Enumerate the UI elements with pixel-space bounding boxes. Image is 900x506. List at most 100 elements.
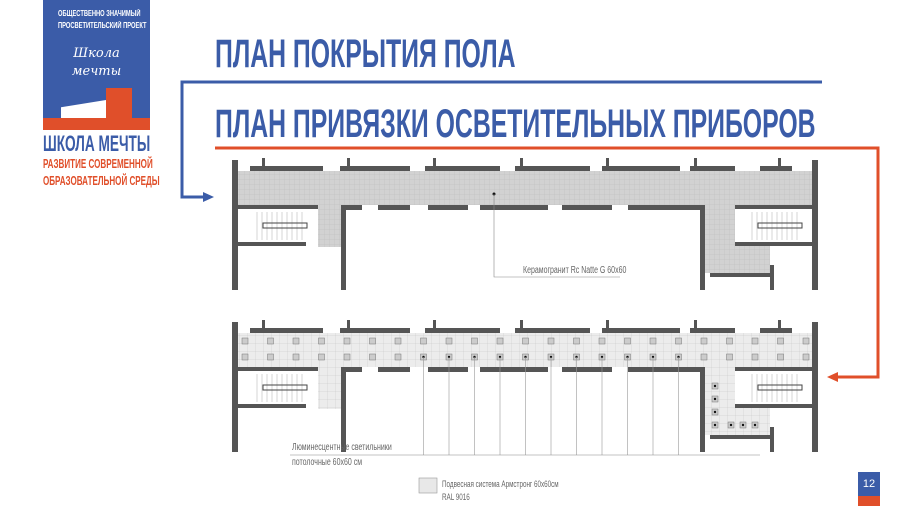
wall bbox=[700, 205, 705, 290]
wall-stub bbox=[262, 158, 265, 168]
ceiling-panel bbox=[777, 337, 784, 345]
ceiling-panel bbox=[369, 337, 376, 345]
wall-stub bbox=[778, 320, 781, 330]
wall bbox=[735, 242, 812, 246]
light-fixture-dot bbox=[713, 410, 717, 414]
leader-line bbox=[493, 194, 620, 278]
light-fixture-dot bbox=[713, 384, 717, 388]
title-floor-plan: ПЛАН ПОКРЫТИЯ ПОЛА bbox=[215, 32, 516, 76]
wall bbox=[700, 367, 705, 452]
wall bbox=[250, 166, 323, 171]
lighting-plan-connector-red bbox=[215, 146, 880, 379]
logo-base bbox=[43, 118, 150, 130]
ceiling-panel bbox=[547, 337, 555, 345]
ceiling-panel bbox=[573, 337, 580, 345]
ceiling-panel bbox=[394, 337, 402, 345]
floor-plan-connector-blue bbox=[180, 80, 822, 199]
wall bbox=[690, 166, 735, 171]
wall bbox=[425, 328, 500, 333]
wall bbox=[602, 166, 680, 171]
outer-wall-right bbox=[812, 160, 818, 290]
ceiling-panel bbox=[726, 337, 733, 345]
corridor-floor bbox=[238, 171, 813, 205]
wall bbox=[341, 367, 346, 452]
wall bbox=[238, 205, 318, 209]
wall-stub bbox=[520, 320, 523, 330]
wall bbox=[378, 205, 410, 210]
ceiling-panel bbox=[292, 337, 300, 345]
wall bbox=[690, 328, 735, 333]
light-fixture-dot bbox=[713, 397, 717, 401]
stair-handrail bbox=[262, 384, 308, 391]
ceiling-panel bbox=[700, 353, 708, 361]
ceiling-panel bbox=[394, 353, 402, 361]
wall bbox=[250, 328, 323, 333]
hall-floor-right bbox=[705, 205, 735, 273]
wall bbox=[238, 367, 318, 371]
ceiling-legend-2: RAL 9016 bbox=[442, 492, 470, 502]
wall bbox=[562, 205, 612, 210]
light-fixture-dot bbox=[741, 423, 745, 427]
ceiling-panel bbox=[598, 337, 606, 345]
wall bbox=[341, 205, 346, 290]
ceiling-panel bbox=[751, 353, 759, 361]
wall bbox=[628, 367, 700, 372]
hall-floor-right bbox=[735, 245, 770, 273]
ceiling-panel bbox=[624, 337, 631, 345]
ceiling-panel bbox=[751, 337, 759, 345]
title-lighting-plan: ПЛАН ПРИВЯЗКИ ОСВЕТИТЕЛЬНЫХ ПРИБОРОВ bbox=[215, 102, 816, 146]
wall bbox=[710, 273, 770, 277]
light-fixture-dot bbox=[713, 423, 717, 427]
ceiling-panel bbox=[496, 337, 504, 345]
wall-stub bbox=[433, 158, 436, 168]
lights-label-2: потолочные 60x60 см bbox=[292, 457, 363, 468]
wall-stub bbox=[606, 158, 609, 168]
ceiling-panel bbox=[700, 337, 708, 345]
arrow-right-icon bbox=[203, 192, 214, 202]
ceiling-panel bbox=[445, 337, 453, 345]
outer-wall-right bbox=[812, 322, 818, 452]
ceiling-panel bbox=[369, 353, 376, 361]
wall-stub bbox=[606, 320, 609, 330]
wall-stub bbox=[694, 158, 697, 168]
wall bbox=[378, 367, 410, 372]
wall bbox=[238, 242, 306, 246]
floor-material-label: Керамогранит Rc Natte G 60x60 bbox=[523, 265, 627, 276]
wall bbox=[238, 404, 306, 408]
brand-tagline-1: РАЗВИТИЕ СОВРЕМЕННОЙ bbox=[43, 156, 153, 171]
wall bbox=[345, 205, 362, 210]
wall bbox=[770, 427, 774, 452]
ceiling-panel bbox=[267, 353, 274, 361]
wall bbox=[428, 367, 468, 372]
ceiling-legend-1: Подвесная система Армстронг 60x60см bbox=[442, 479, 559, 489]
outer-wall-left bbox=[232, 322, 238, 452]
arrow-left-icon bbox=[827, 372, 838, 382]
ceiling-panel bbox=[726, 353, 733, 361]
wall-stub bbox=[262, 320, 265, 330]
wall bbox=[735, 367, 812, 371]
wall bbox=[515, 166, 590, 171]
ceiling-panel bbox=[318, 353, 325, 361]
ceiling-panel bbox=[343, 337, 351, 345]
wall bbox=[425, 166, 500, 171]
ceiling-panel bbox=[777, 353, 784, 361]
wall-stub bbox=[347, 320, 350, 330]
wall bbox=[735, 205, 812, 209]
floor-covering-plan bbox=[232, 158, 818, 290]
ceiling-panel bbox=[649, 337, 657, 345]
wall bbox=[480, 205, 548, 210]
wall bbox=[710, 435, 770, 439]
stair-handrail bbox=[757, 222, 803, 229]
wall-stub bbox=[778, 158, 781, 168]
wall bbox=[480, 367, 548, 372]
ceiling-panel bbox=[802, 337, 810, 345]
project-logo: ОБЩЕСТВЕННО ЗНАЧИМЫЙ ПРОСВЕТИТЕЛЬСКИЙ ПР… bbox=[43, 0, 150, 130]
page-number: 12 bbox=[858, 472, 880, 496]
ceiling-panel bbox=[802, 353, 810, 361]
ceiling-panel bbox=[241, 337, 249, 345]
hall-floor-left bbox=[318, 205, 344, 247]
wall bbox=[562, 367, 612, 372]
lighting-plan bbox=[232, 320, 818, 456]
ceiling-panel bbox=[420, 337, 427, 345]
